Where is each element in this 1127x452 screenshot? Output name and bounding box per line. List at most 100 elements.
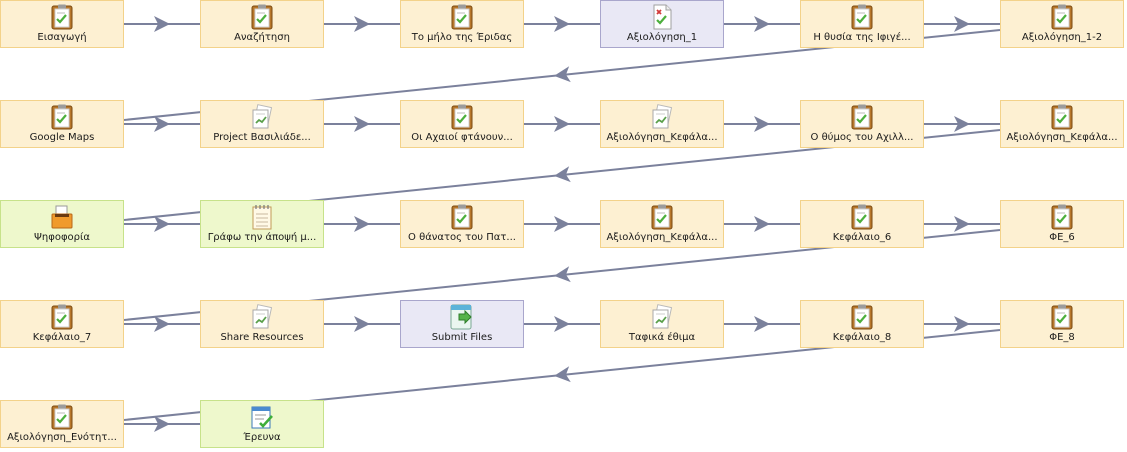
activity-label: Έρευνα: [243, 432, 281, 443]
arrow-head: [554, 116, 570, 132]
arrow-head: [754, 116, 770, 132]
activity-label: Αξιολόγηση_Ενότητ...: [7, 432, 117, 443]
activity-node[interactable]: Ταφικά έθιμα: [600, 300, 724, 348]
survey-checklist-icon: [250, 404, 274, 430]
clipboard-page-icon: [50, 4, 74, 30]
shared-documents-icon: [250, 104, 274, 130]
clipboard-page-icon: [1050, 104, 1074, 130]
activity-label: Γράφω την άποψή μ...: [207, 232, 317, 243]
arrow-head: [354, 216, 370, 232]
activity-label: Ταφικά έθιμα: [628, 332, 696, 343]
activity-node[interactable]: Ο θύμος του Αχιλλ...: [800, 100, 924, 148]
clipboard-page-icon: [850, 304, 874, 330]
arrow-head: [354, 16, 370, 32]
activity-node[interactable]: Εισαγωγή: [0, 0, 124, 48]
activity-label: Αναζήτηση: [234, 32, 290, 43]
activity-label: Αξιολόγηση_1: [626, 32, 698, 43]
activity-node[interactable]: Αξιολόγηση_1: [600, 0, 724, 48]
activity-node[interactable]: Αξιολόγηση_1-2: [1000, 0, 1124, 48]
arrow-head: [554, 366, 571, 383]
activity-node[interactable]: Οι Αχαιοί φτάνουν...: [400, 100, 524, 148]
scored-assessment-icon: [650, 4, 674, 30]
activity-label: ΦΕ_6: [1049, 232, 1075, 243]
activity-label: Εισαγωγή: [37, 32, 87, 43]
activity-node[interactable]: Κεφάλαιο_6: [800, 200, 924, 248]
clipboard-page-icon: [50, 404, 74, 430]
arrow-head: [154, 16, 170, 32]
activity-label: Αξιολόγηση_Κεφάλα...: [606, 132, 718, 143]
activity-node[interactable]: Έρευνα: [200, 400, 324, 448]
activity-label: Αξιολόγηση_1-2: [1021, 32, 1103, 43]
arrow-head: [554, 66, 571, 83]
clipboard-page-icon: [850, 104, 874, 130]
activity-node[interactable]: Αναζήτηση: [200, 0, 324, 48]
clipboard-page-icon: [450, 204, 474, 230]
activity-node[interactable]: Project Βασιλιάδε...: [200, 100, 324, 148]
activity-label: Project Βασιλιάδε...: [213, 132, 311, 143]
activity-node[interactable]: Google Maps: [0, 100, 124, 148]
arrow-head: [154, 316, 170, 332]
arrow-head: [754, 16, 770, 32]
activity-node[interactable]: Το μήλο της Έριδας: [400, 0, 524, 48]
shared-documents-icon: [250, 304, 274, 330]
submit-files-icon: [450, 304, 474, 330]
activity-label: Το μήλο της Έριδας: [411, 32, 513, 43]
arrow-head: [154, 116, 170, 132]
activity-label: ΦΕ_8: [1049, 332, 1075, 343]
arrow-head: [554, 216, 570, 232]
clipboard-page-icon: [1050, 204, 1074, 230]
arrow-head: [954, 116, 970, 132]
clipboard-page-icon: [250, 4, 274, 30]
shared-documents-icon: [650, 304, 674, 330]
activity-label: Κεφάλαιο_6: [832, 232, 892, 243]
activity-node[interactable]: Ψηφοφορία: [0, 200, 124, 248]
arrow-head: [154, 416, 170, 432]
activity-label: Κεφάλαιο_8: [832, 332, 892, 343]
activity-node[interactable]: Κεφάλαιο_8: [800, 300, 924, 348]
arrow-head: [954, 16, 970, 32]
arrow-head: [554, 16, 570, 32]
activity-node[interactable]: Αξιολόγηση_Κεφάλα...: [600, 100, 724, 148]
activity-label: Οι Αχαιοί φτάνουν...: [411, 132, 513, 143]
activity-node[interactable]: ΦΕ_6: [1000, 200, 1124, 248]
activity-node[interactable]: Αξιολόγηση_Κεφάλα...: [1000, 100, 1124, 148]
arrow-head: [954, 216, 970, 232]
activity-node[interactable]: Αξιολόγηση_Ενότητ...: [0, 400, 124, 448]
activity-label: Ο θάνατος του Πατ...: [408, 232, 516, 243]
activity-node[interactable]: Γράφω την άποψή μ...: [200, 200, 324, 248]
clipboard-page-icon: [1050, 4, 1074, 30]
activity-node[interactable]: ΦΕ_8: [1000, 300, 1124, 348]
activity-node[interactable]: Κεφάλαιο_7: [0, 300, 124, 348]
activity-node[interactable]: Share Resources: [200, 300, 324, 348]
clipboard-page-icon: [850, 4, 874, 30]
activity-node[interactable]: Ο θάνατος του Πατ...: [400, 200, 524, 248]
activity-label: Ο θύμος του Αχιλλ...: [810, 132, 914, 143]
activity-node[interactable]: Αξιολόγηση_Κεφάλα...: [600, 200, 724, 248]
clipboard-page-icon: [1050, 304, 1074, 330]
arrow-head: [954, 316, 970, 332]
clipboard-page-icon: [50, 104, 74, 130]
clipboard-page-icon: [650, 204, 674, 230]
arrow-head: [154, 216, 170, 232]
clipboard-page-icon: [450, 4, 474, 30]
shared-documents-icon: [650, 104, 674, 130]
activity-node[interactable]: Η θυσία της Ιφιγέ...: [800, 0, 924, 48]
arrow-head: [754, 216, 770, 232]
notebook-icon: [250, 204, 274, 230]
activity-label: Ψηφοφορία: [34, 232, 90, 243]
arrow-head: [554, 166, 571, 183]
activity-node[interactable]: Submit Files: [400, 300, 524, 348]
arrow-head: [354, 316, 370, 332]
arrow-head: [554, 316, 570, 332]
activity-label: Αξιολόγηση_Κεφάλα...: [1006, 132, 1118, 143]
activity-label: Google Maps: [29, 132, 95, 143]
activity-label: Submit Files: [431, 332, 493, 343]
activity-label: Share Resources: [220, 332, 304, 343]
arrow-head: [554, 266, 571, 283]
arrow-head: [354, 116, 370, 132]
arrow-head: [754, 316, 770, 332]
activity-label: Κεφάλαιο_7: [32, 332, 92, 343]
clipboard-page-icon: [50, 304, 74, 330]
